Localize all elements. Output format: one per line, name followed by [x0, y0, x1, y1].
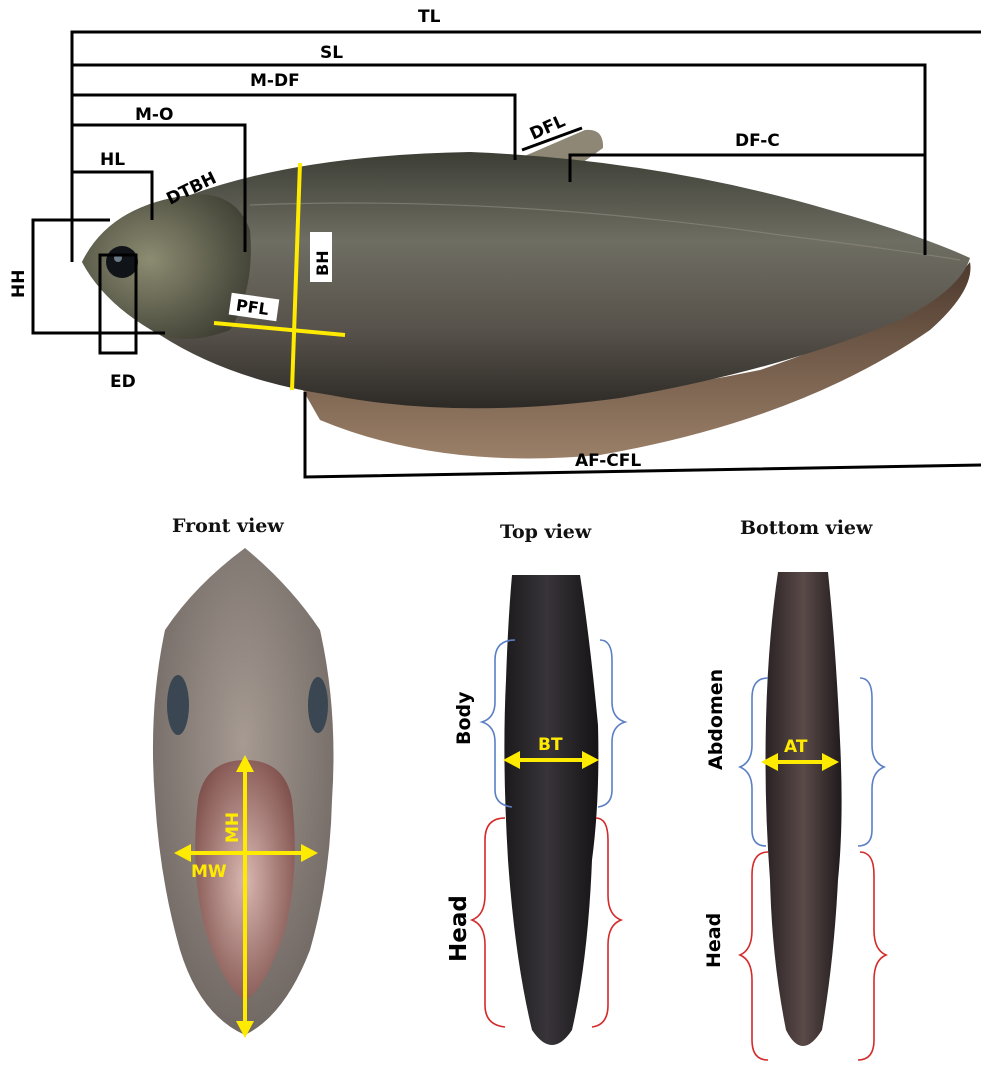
bottom-head-brace-left — [740, 852, 768, 1060]
label-body: Body — [453, 691, 475, 745]
label-abdomen: Abdomen — [705, 669, 727, 770]
bottom-head-brace-right — [858, 852, 886, 1060]
label-bt: BT — [538, 735, 563, 755]
label-at: AT — [784, 737, 808, 757]
bottom-view-illustration — [766, 572, 842, 1046]
bottom-fish-body — [766, 572, 842, 1046]
label-af-cfl: AF-CFL — [575, 451, 641, 471]
label-hh: HH — [9, 270, 29, 298]
label-bh: BH — [313, 250, 332, 276]
label-sl: SL — [320, 43, 343, 63]
front-left-eye — [167, 675, 189, 735]
front-view-title: Front view — [172, 515, 284, 537]
label-m-o: M-O — [135, 105, 173, 125]
head-brace-right — [592, 818, 621, 1027]
top-view-title: Top view — [500, 521, 592, 543]
bottom-view-title: Bottom view — [740, 517, 873, 539]
label-mh: MH — [223, 812, 243, 843]
body-brace-right — [598, 640, 625, 807]
label-top-head: Head — [446, 895, 472, 962]
label-tl: TL — [418, 7, 441, 27]
label-m-df: M-DF — [250, 71, 300, 91]
label-bottom-head: Head — [703, 913, 725, 968]
label-hl: HL — [100, 150, 125, 170]
label-ed: ED — [110, 372, 136, 392]
label-mw: MW — [191, 862, 227, 882]
front-right-eye — [308, 677, 328, 733]
fish-eye — [106, 246, 138, 278]
head-brace-left — [472, 818, 505, 1027]
top-fish-body — [504, 575, 598, 1045]
top-view-illustration — [504, 575, 598, 1045]
abdomen-brace-right — [858, 678, 884, 846]
label-df-c: DF-C — [735, 131, 780, 151]
